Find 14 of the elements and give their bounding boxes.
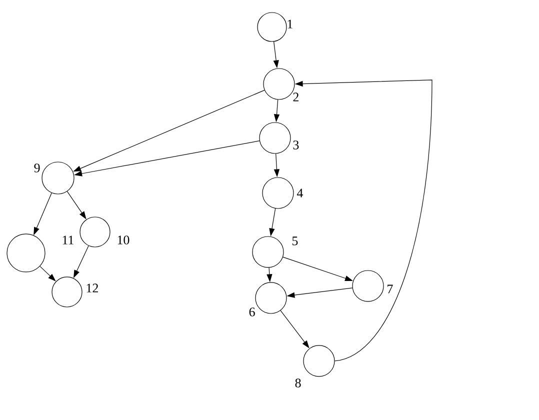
node-number: 4 xyxy=(296,188,303,198)
circle xyxy=(6,234,46,272)
number-label: 11 xyxy=(62,236,74,244)
node-number: 12 xyxy=(86,284,98,292)
node-number: 5 xyxy=(292,236,298,246)
node-number: 1 xyxy=(288,20,292,28)
node-number: 10 xyxy=(118,236,130,244)
node-number: 7 xyxy=(388,284,393,294)
arrow xyxy=(40,266,56,282)
node-number: 2 xyxy=(293,92,298,102)
node-number: 3 xyxy=(293,140,299,150)
node-number: 6 xyxy=(249,308,255,316)
node-number: 9 xyxy=(34,164,40,172)
node-number: 8 xyxy=(295,378,301,388)
